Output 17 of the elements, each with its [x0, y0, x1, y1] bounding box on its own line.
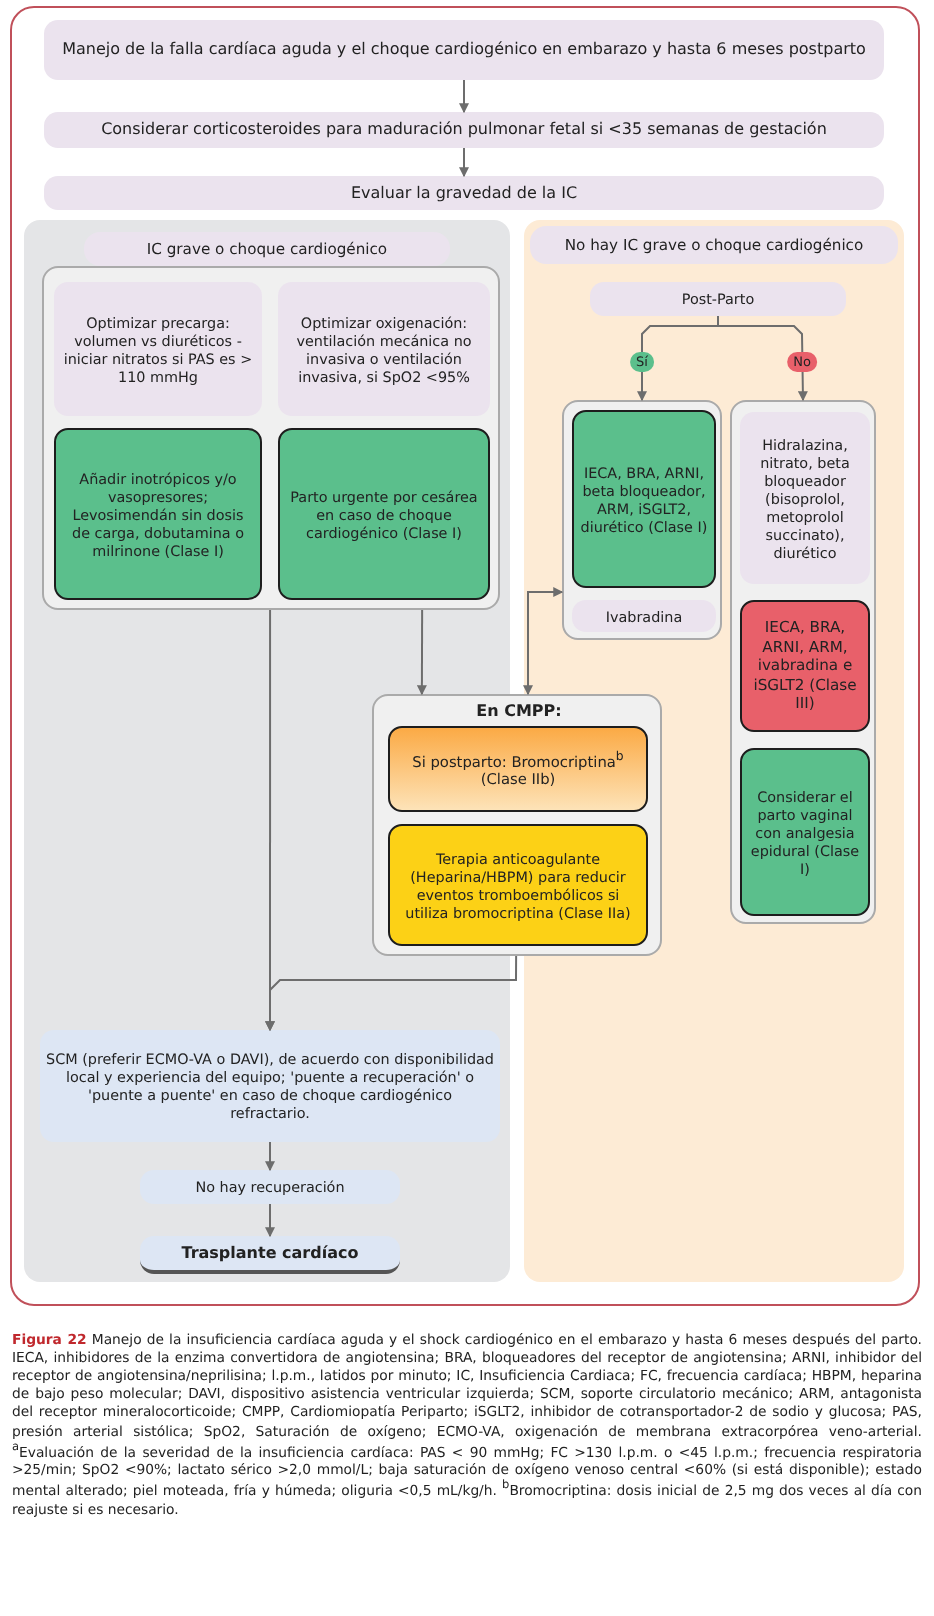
arrow	[265, 955, 518, 1032]
arrow	[717, 315, 808, 402]
step-box: Considerar corticosteroides para maduración pulmonar fetal si <35 semanas de gestación	[44, 112, 884, 148]
arrow	[265, 1141, 275, 1172]
group-box	[372, 694, 662, 956]
group-box	[730, 400, 876, 924]
step-box: Evaluar la gravedad de la IC	[44, 176, 884, 210]
arrow	[416, 609, 427, 696]
arrow	[265, 1203, 275, 1238]
step-box: Manejo de la falla cardíaca aguda y el choque cardiogénico en embarazo y hasta 6 meses postparto	[44, 20, 884, 80]
step-box: Trasplante cardíaco	[140, 1236, 400, 1274]
arrow	[523, 587, 564, 696]
panel-heading: En CMPP:	[474, 700, 564, 722]
arrow	[459, 79, 469, 114]
group-box	[42, 266, 500, 610]
arrow	[459, 147, 469, 178]
group-box	[562, 400, 722, 640]
